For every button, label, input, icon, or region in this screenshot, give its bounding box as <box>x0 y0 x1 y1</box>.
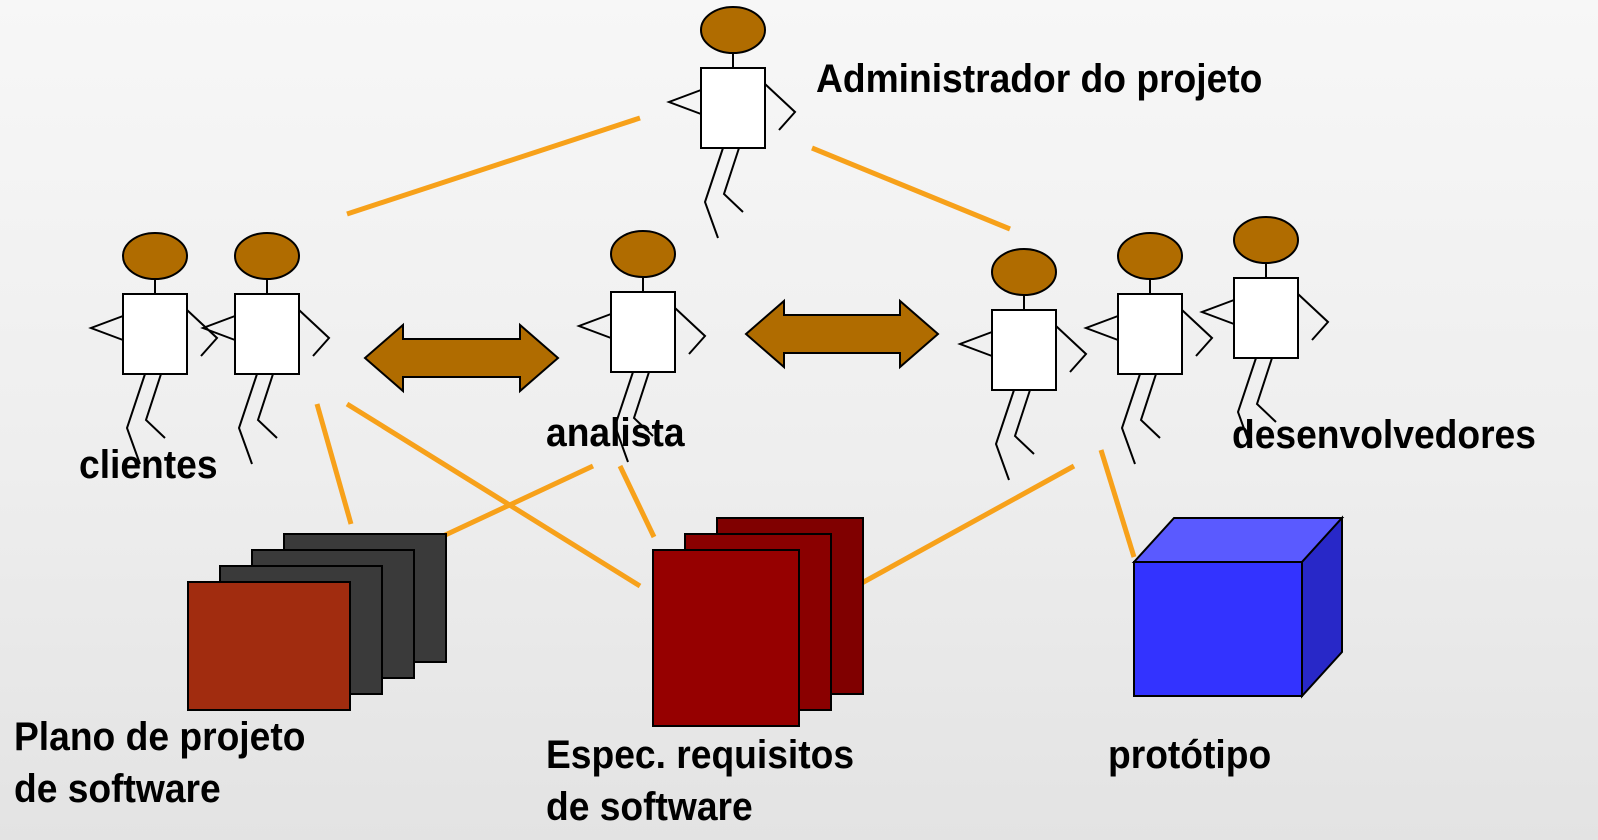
developers-label: desenvolvedores <box>1232 413 1536 457</box>
admin-figure <box>668 6 796 239</box>
developer-figure-1 <box>959 248 1087 481</box>
requirements-spec-documents <box>652 517 864 727</box>
developer-figure-2 <box>1085 232 1213 465</box>
line-admin-clients <box>346 115 641 217</box>
analyst-label: analista <box>546 411 685 455</box>
double-arrow-clients-analyst <box>363 322 560 394</box>
requirements-spec-label-line1: Espec. requisitos <box>546 733 855 777</box>
connector-lines <box>314 115 1137 589</box>
line-admin-developers <box>811 145 1011 232</box>
double-arrow-analyst-developers <box>744 298 940 370</box>
project-plan-documents <box>187 533 447 711</box>
clients-label: clientes <box>79 443 218 487</box>
line-clients-plan <box>314 403 354 525</box>
client-figure-1 <box>90 232 218 465</box>
line-analyst-spec <box>617 464 657 539</box>
prototype-label: protótipo <box>1108 733 1272 777</box>
project-plan-label-line2: de software <box>14 767 221 811</box>
project-plan-label-line1: Plano de projeto <box>14 715 306 759</box>
line-developers-prototype <box>1098 449 1137 558</box>
admin-label: Administrador do projeto <box>816 57 1263 101</box>
requirements-spec-label-line2: de software <box>546 785 753 829</box>
client-figure-2 <box>202 232 330 465</box>
prototype-cube <box>1131 515 1345 699</box>
line-developers-spec <box>858 463 1076 587</box>
line-analyst-plan <box>439 463 595 540</box>
line-clients-spec <box>345 401 642 589</box>
